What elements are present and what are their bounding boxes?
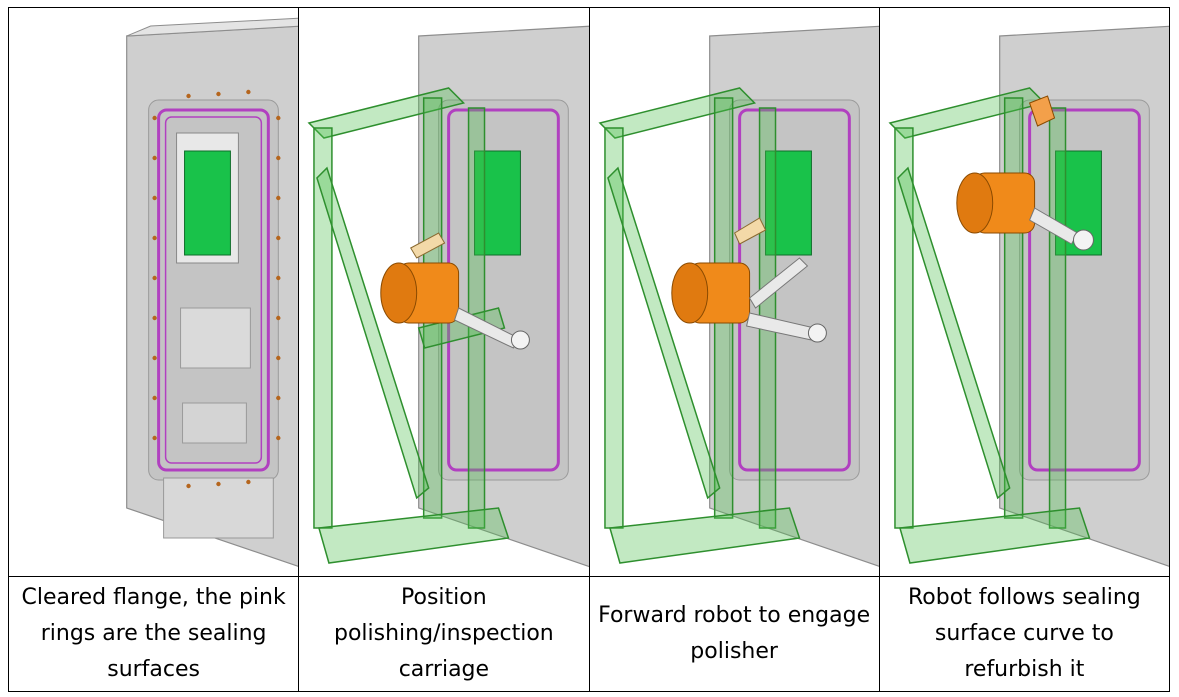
panel-3-caption-cell: Forward robot to engage polisher bbox=[588, 576, 880, 692]
flange-body bbox=[418, 25, 588, 567]
carriage-frame bbox=[598, 87, 800, 564]
panel-2-carriage-render bbox=[307, 25, 588, 567]
panel-2-caption-cell: Position polishing/inspection carriage bbox=[298, 576, 590, 692]
process-table: Cleared flange, the pink rings are the s… bbox=[7, 7, 1171, 692]
flange-body bbox=[126, 17, 298, 567]
panel-4-refurbish-render bbox=[888, 25, 1169, 567]
panel-2-caption: Position polishing/inspection carriage bbox=[334, 585, 554, 682]
panel-3-caption: Forward robot to engage polisher bbox=[598, 603, 871, 664]
panel-1-flange-render bbox=[126, 17, 298, 567]
panel-3-engage-render bbox=[598, 25, 879, 567]
carriage-frame bbox=[888, 87, 1091, 564]
polisher-robot bbox=[670, 217, 827, 343]
flange-body bbox=[708, 25, 879, 567]
image-row bbox=[7, 7, 1171, 577]
polisher-robot bbox=[956, 95, 1094, 251]
panel-4-image-cell bbox=[878, 7, 1171, 577]
caption-row: Cleared flange, the pink rings are the s… bbox=[7, 576, 1171, 692]
panel-4-caption: Robot follows sealing surface curve to r… bbox=[907, 585, 1141, 682]
panel-1-caption: Cleared flange, the pink rings are the s… bbox=[21, 585, 286, 682]
panel-4-caption-cell: Robot follows sealing surface curve to r… bbox=[878, 576, 1171, 692]
bolt-pattern bbox=[152, 89, 281, 489]
panel-2-image-cell bbox=[298, 7, 590, 577]
panel-1-image-cell bbox=[7, 7, 300, 577]
panel-1-caption-cell: Cleared flange, the pink rings are the s… bbox=[7, 576, 300, 692]
polisher-robot bbox=[380, 232, 531, 350]
panel-3-image-cell bbox=[588, 7, 880, 577]
